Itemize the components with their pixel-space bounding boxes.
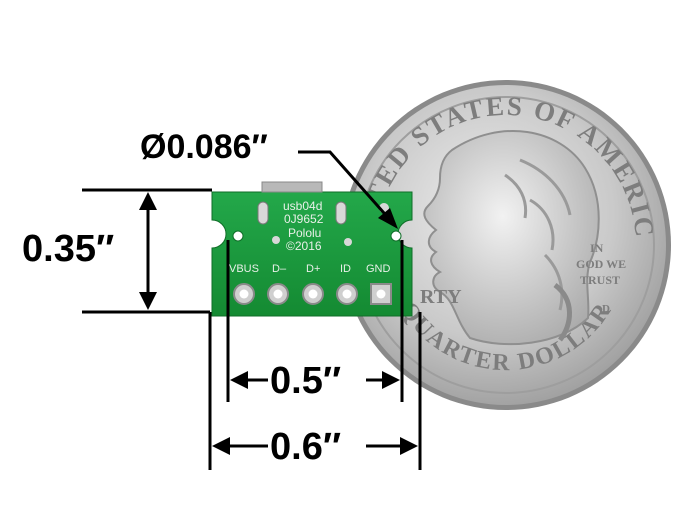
pin-label-gnd: GND xyxy=(366,263,391,275)
outer-width-arrow-left xyxy=(212,437,230,455)
inner-width-label: 0.5″ xyxy=(270,360,342,402)
pin-hole-id xyxy=(342,289,352,299)
hole-diameter-label: Ø0.086″ xyxy=(140,128,268,166)
pin-hole-gnd xyxy=(376,289,386,299)
height-label: 0.35″ xyxy=(22,228,115,270)
mount-hole-left xyxy=(232,230,244,242)
via-right xyxy=(344,238,352,246)
usb-breakout-board xyxy=(211,181,413,317)
hair-detail xyxy=(504,158,572,311)
usb-connector-edge xyxy=(261,181,323,193)
queue-ribbon xyxy=(553,283,572,342)
pin-label-id: ID xyxy=(340,263,351,275)
silkscreen-brand: Pololu xyxy=(288,226,322,240)
inner-width-arrow-right xyxy=(382,371,400,389)
pin-label-dminus: D– xyxy=(272,263,287,275)
pin-hole-dplus xyxy=(308,289,318,299)
diameter-leader-line xyxy=(298,150,394,223)
height-arrow-bottom xyxy=(139,292,157,310)
mount-slot-right xyxy=(335,201,347,225)
via-left xyxy=(272,236,280,244)
liberty-inscription: RTY xyxy=(420,286,462,308)
pin-hole-vbus xyxy=(239,289,249,299)
diameter-leader-arrow xyxy=(378,208,398,229)
motto-line-2: GOD WE xyxy=(576,257,626,271)
pin-label-dplus: D+ xyxy=(306,263,321,275)
outer-width-label: 0.6″ xyxy=(270,426,342,468)
motto-line-3: TRUST xyxy=(580,273,620,287)
silkscreen-sku: 0J9652 xyxy=(284,212,324,226)
inner-width-arrow-left xyxy=(230,371,248,389)
mount-hole-right xyxy=(390,230,402,242)
silkscreen-year: ©2016 xyxy=(286,239,322,253)
pin-hole-dminus xyxy=(273,289,283,299)
motto-line-1: IN xyxy=(590,241,604,255)
dimension-arrows xyxy=(139,192,418,455)
silkscreen-part-number: usb04d xyxy=(283,199,323,213)
height-arrow-top xyxy=(139,192,157,210)
outer-width-arrow-right xyxy=(400,437,418,455)
pin-pads xyxy=(233,283,392,305)
mount-slot-left xyxy=(257,201,269,225)
mint-mark: D xyxy=(602,303,610,315)
pin-label-vbus: VBUS xyxy=(229,263,259,275)
